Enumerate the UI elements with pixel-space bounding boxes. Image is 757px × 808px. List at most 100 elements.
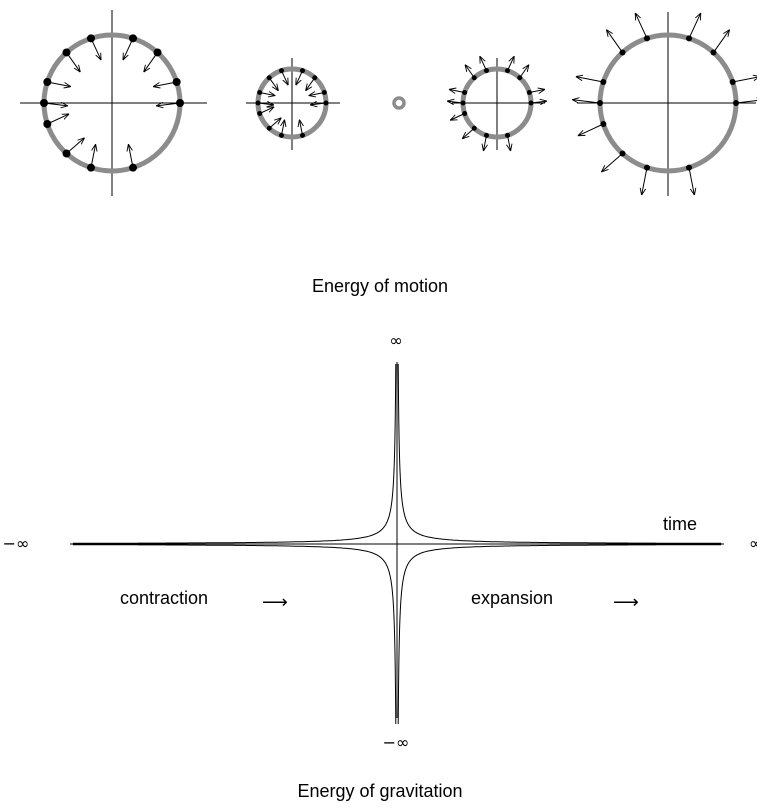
particle-dot [278,68,284,74]
particle-dot [312,75,318,81]
particle-dot [505,68,511,74]
velocity-arrow [465,65,475,79]
particle-dot [300,68,306,74]
positive-energy-curve-right [397,363,722,544]
particle-dot [62,149,71,158]
sphere-stage-3 [392,96,406,110]
velocity-arrow [47,81,71,87]
velocity-arrow [635,13,648,39]
negative-energy-curve-left [72,544,397,725]
velocity-arrow [576,77,604,83]
particles [255,68,329,138]
velocity-arrow [606,30,623,53]
particle-dot [255,100,261,106]
particle-dot [619,49,626,56]
caption-energy-of-gravitation: Energy of gravitation [297,781,462,801]
velocity-arrow [713,30,730,53]
particle-dot [619,150,626,157]
velocity-arrow [601,153,623,172]
y-top-infinity-label: ∞ [389,331,402,350]
velocity-arrow [259,107,275,114]
particle-dot [686,35,693,42]
velocity-arrow [306,77,316,91]
particle-dot [153,48,162,57]
particle-dot [86,163,95,172]
velocity-arrow [529,89,545,92]
particle-dot [517,75,523,81]
particles [447,56,547,151]
particle-dot [643,35,650,42]
x-right-infinity-label: ∞ [749,534,757,553]
velocity-arrow [578,123,604,136]
velocity-arrow [508,135,511,151]
velocity-arrow [462,127,475,139]
velocity-arrow [144,52,158,72]
velocity-arrow [281,120,284,136]
velocity-arrow [735,100,757,103]
velocity-arrow [156,103,181,106]
particle-dot [460,100,466,106]
particle-dot [129,163,138,172]
particle-dot [710,49,717,56]
particle-dot [528,100,534,106]
caption-energy-of-motion: Energy of motion [312,276,448,296]
sphere-stage-5 [572,12,757,196]
particle-dot [483,68,489,74]
particle-dot [471,125,477,131]
negative-energy-curve-right [397,544,722,725]
velocity-arrow [688,167,694,195]
velocity-arrow [450,113,465,121]
particle-dot [729,78,736,85]
particle-dot [43,77,52,86]
particle-dot [176,99,184,107]
particle-dot [129,34,138,43]
particle-dot [266,75,272,81]
velocity-arrow [66,52,80,72]
velocity-arrow [257,103,274,105]
particle-dot [278,132,284,138]
sphere-point [392,96,406,110]
sphere-stage-4 [447,56,547,151]
particle-dot [323,100,329,106]
velocity-arrow [572,100,601,103]
particle-dot [43,120,52,129]
particles [40,34,184,172]
velocity-arrow [310,103,327,105]
time-label: time [663,514,697,534]
particle-dot [526,89,532,95]
velocity-arrow [732,77,757,83]
particle-dot [597,100,603,106]
velocity-arrow [519,65,529,79]
particle-dot [462,111,468,117]
particle-dot [266,125,272,131]
velocity-arrow [309,92,325,95]
particle-dot [86,34,95,43]
particle-dot [686,164,693,171]
sphere-stage-1 [20,10,207,196]
particle-dot [62,48,71,57]
particle-dot [257,111,263,117]
particles [572,13,757,195]
positive-energy-curve-left [72,363,397,544]
particle-dot [300,132,306,138]
expansion-label: expansion [471,588,553,608]
sphere-stage-2 [246,58,340,150]
particle-dot [257,89,263,95]
particle-dot [471,75,477,81]
velocity-arrow [642,167,648,195]
velocity-arrow [507,56,515,71]
velocity-arrow [268,77,278,91]
expansion-arrow: ⟶ [613,592,639,612]
energy-of-motion-panel: Energy of motion [20,10,757,296]
y-bottom-infinity-label: −∞ [383,733,410,752]
velocity-arrow [483,135,486,151]
velocity-arrow [688,13,701,39]
velocity-arrow [480,56,487,71]
velocity-arrow [447,101,464,103]
particle-dot [733,100,739,106]
contraction-arrow: ⟶ [262,592,288,612]
particle-dot [483,132,489,138]
particle-dot [600,121,607,128]
velocity-arrow [296,70,303,86]
